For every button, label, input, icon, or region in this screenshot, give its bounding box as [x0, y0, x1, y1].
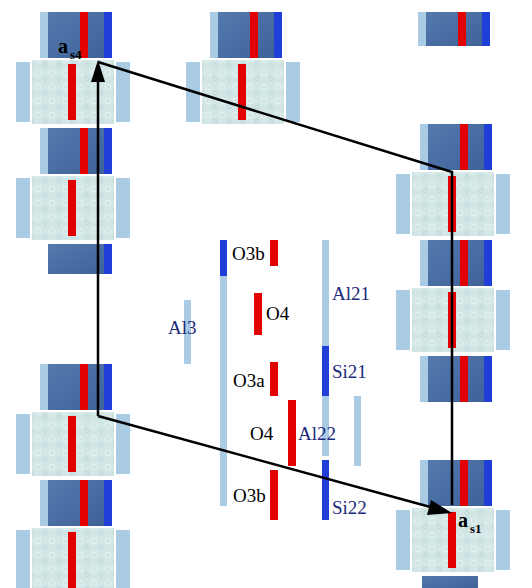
- atom-label: Si22: [332, 498, 367, 517]
- atom-label: Al3: [168, 318, 197, 337]
- atom-label: O4: [250, 424, 273, 443]
- atom-label: O4: [266, 304, 289, 323]
- vector-label: a: [458, 510, 468, 530]
- atom-label: Al21: [332, 284, 370, 303]
- vector-label: a: [58, 36, 68, 56]
- vector-subscript: s4: [70, 48, 82, 61]
- atom-label: Si21: [332, 362, 367, 381]
- atom-label: O3b: [233, 486, 266, 505]
- vector-subscript: s1: [470, 522, 482, 535]
- atom-label: Al22: [298, 424, 336, 443]
- atom-label: O3b: [232, 244, 265, 263]
- atom-label: O3a: [233, 371, 265, 390]
